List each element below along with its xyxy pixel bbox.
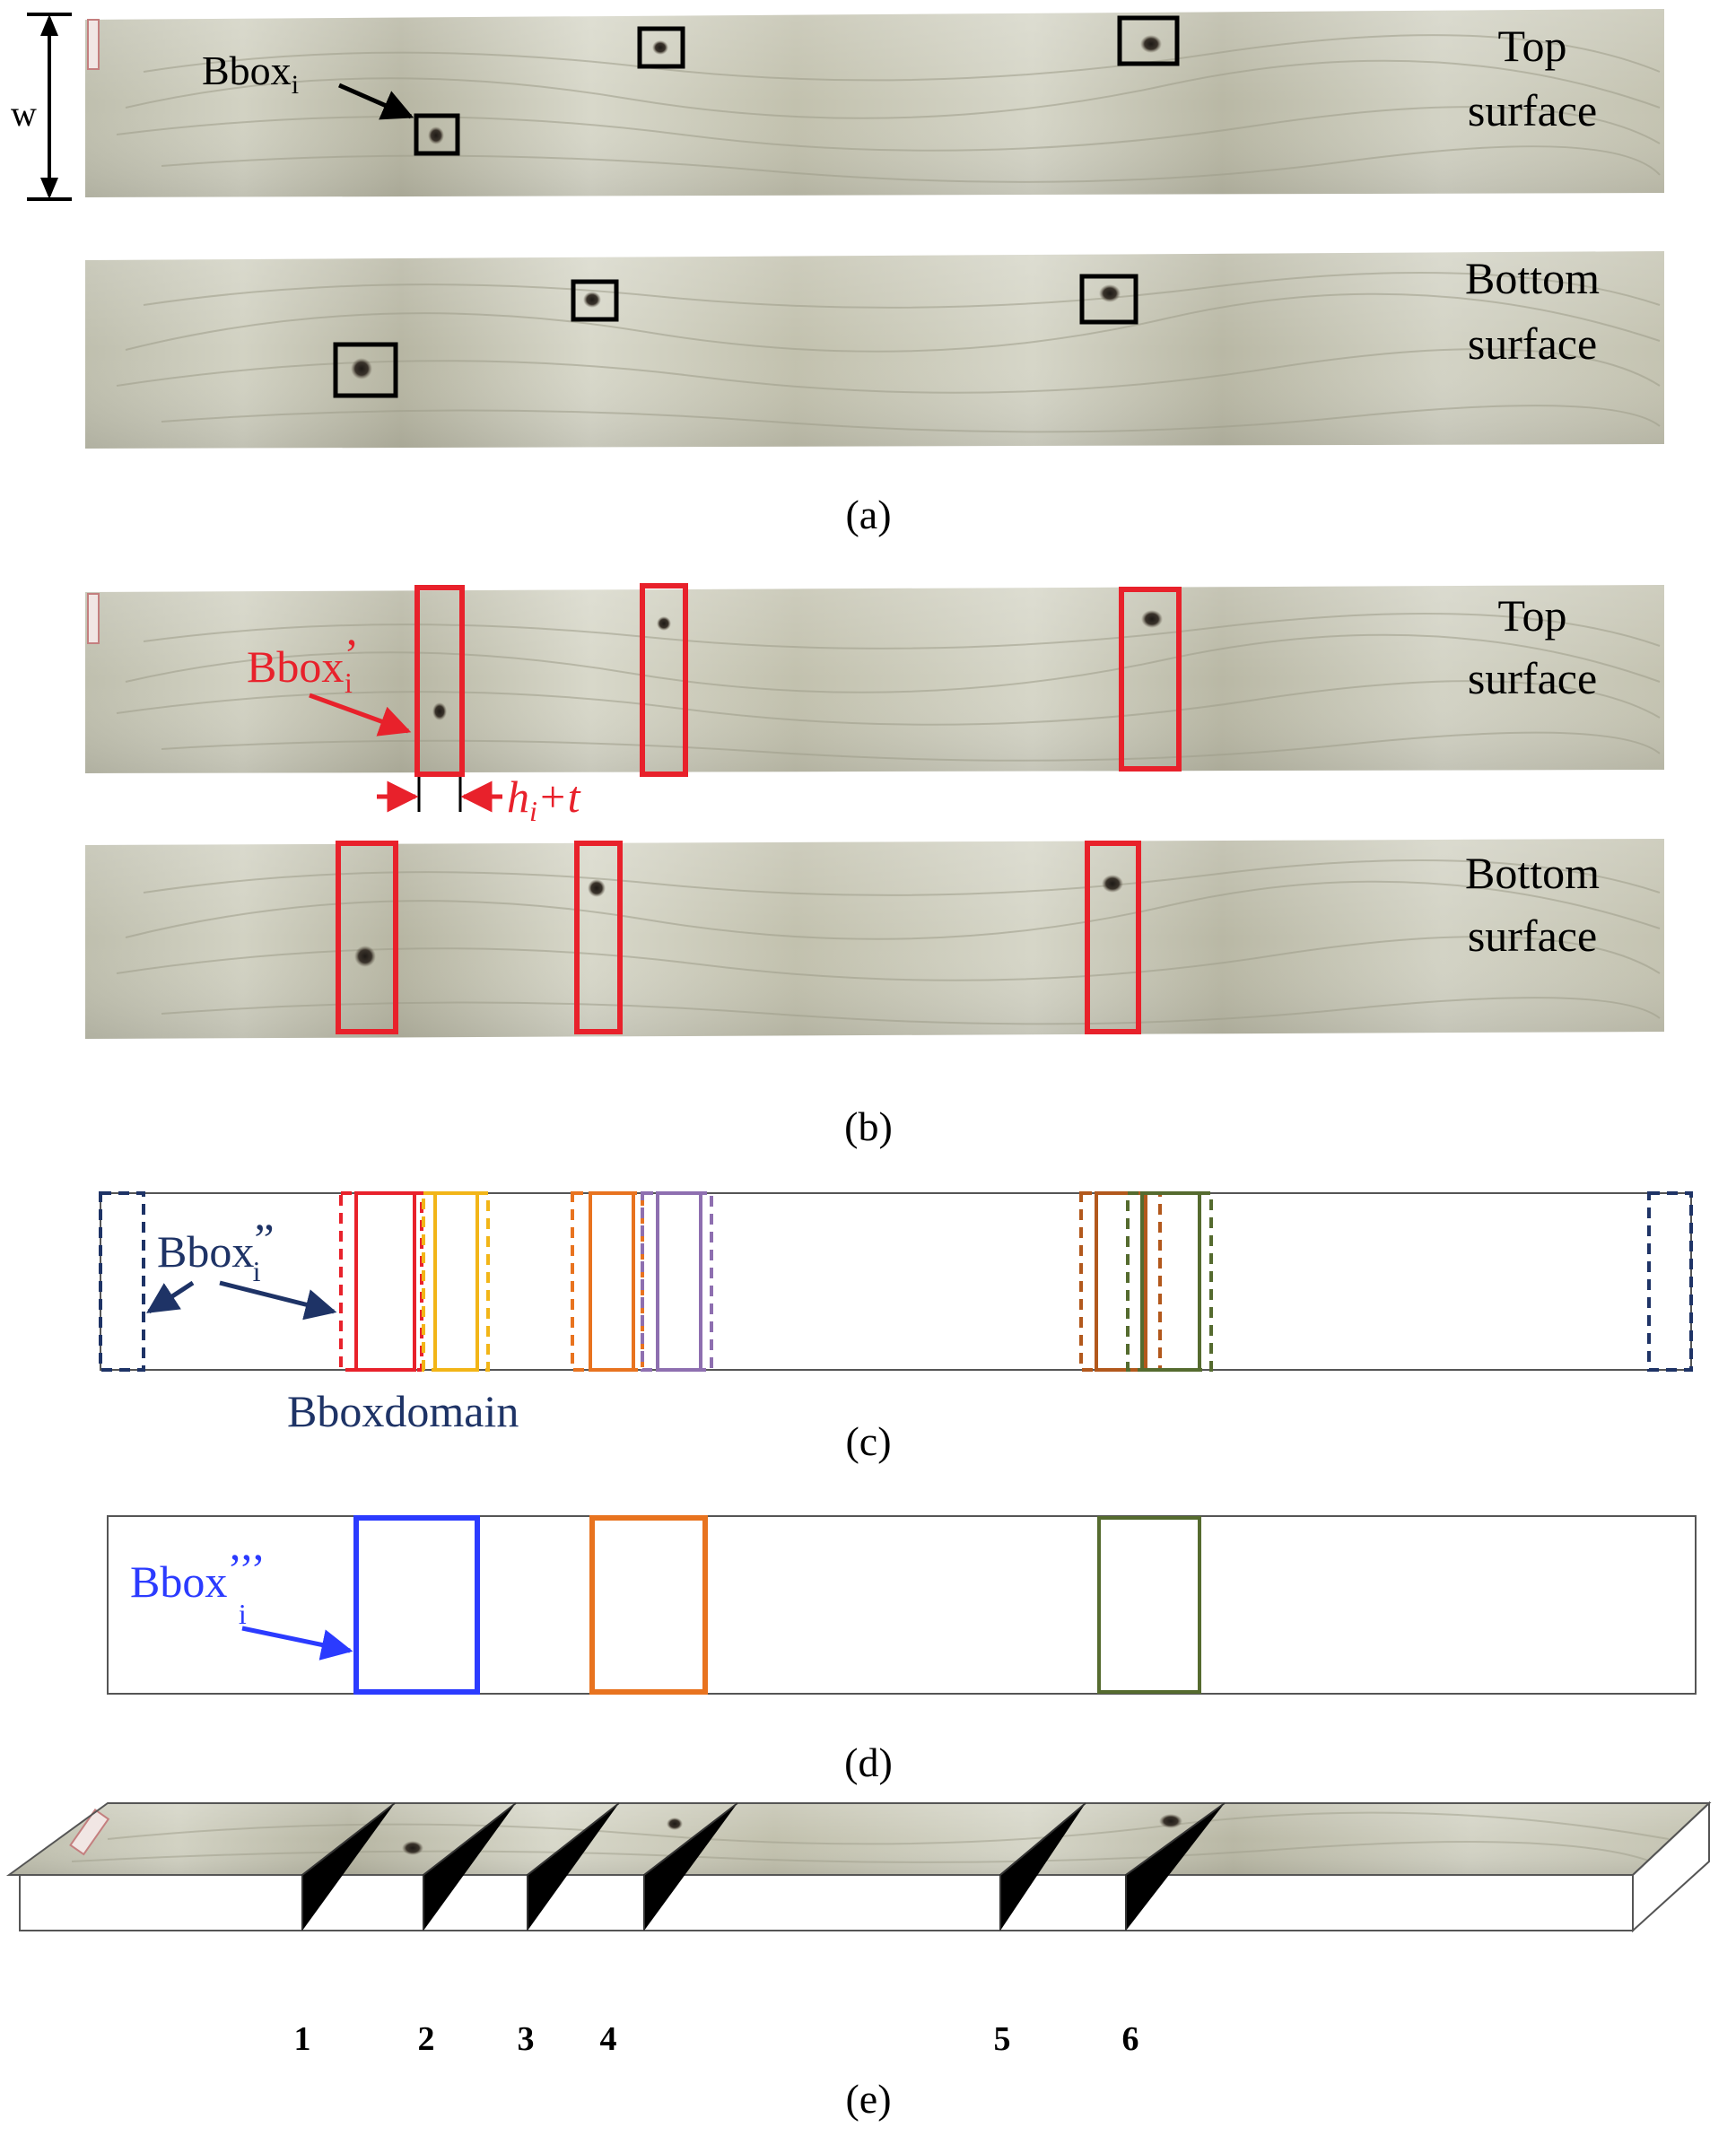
- caption-e: (e): [845, 2076, 891, 2122]
- bbox-orange-solid: [589, 1191, 635, 1372]
- dim-rest: +t: [537, 772, 581, 822]
- caption-b: (b): [844, 1103, 893, 1149]
- bbox-navy-dashed-left: [99, 1191, 145, 1372]
- svg-text:Bbox”i: Bbox”i: [157, 1214, 275, 1287]
- segment-number: 1: [294, 2020, 311, 2058]
- bottom-surface-label-line1: Bottom: [1465, 848, 1600, 898]
- bbox-prime: ’: [344, 629, 359, 679]
- segment-number: 3: [518, 2020, 535, 2058]
- bbox-subscript: i: [253, 1255, 261, 1287]
- bbox-prime: ’’’: [227, 1544, 266, 1594]
- bottom-surface-label-line1: Bottom: [1465, 253, 1600, 303]
- bbox-red-dashed: [339, 1191, 423, 1372]
- bbox-i-prime-annotation: Bbox’i: [247, 629, 412, 737]
- board-bottom-surface-b: [85, 839, 1664, 1039]
- width-dimension: w: [11, 13, 72, 201]
- width-label: w: [11, 93, 37, 134]
- segment-numbers: 1 2 3 4 5 6: [294, 2020, 1139, 2058]
- bbox-label: Bbox: [202, 48, 292, 93]
- bbox-prime: ”: [254, 1214, 274, 1264]
- bbox-black: [571, 279, 619, 322]
- top-surface-label-line1: Top: [1497, 590, 1566, 641]
- panel-a: w Bboxi Top surface Bottom surface (a: [11, 9, 1664, 537]
- bbox-subscript: i: [345, 667, 353, 699]
- panel-c: Bbox”i Bboxdomain (c): [99, 1191, 1693, 1464]
- bbox-red: [1119, 587, 1182, 772]
- bbox-black: [333, 342, 398, 398]
- dim-subscript: i: [529, 795, 537, 827]
- caption-d: (d): [844, 1739, 893, 1785]
- bottom-surface-label-line2: surface: [1468, 911, 1597, 961]
- bbox-orange: [589, 1515, 708, 1695]
- bbox-black: [637, 26, 685, 69]
- svg-text:Bbox’i: Bbox’i: [247, 629, 359, 699]
- bbox-brown-dashed: [1079, 1191, 1162, 1372]
- segment-number: 5: [994, 2020, 1011, 2058]
- bbox-purple-dashed: [641, 1191, 713, 1372]
- bbox-subscript: i: [292, 70, 299, 100]
- board-top-surface-a: [85, 9, 1664, 197]
- bboxdomain-label: Bboxdomain: [287, 1386, 519, 1436]
- bbox-navy-dashed-right: [1647, 1191, 1693, 1372]
- bbox-yellow-solid: [433, 1191, 479, 1372]
- board-top-surface-b: [85, 585, 1664, 773]
- top-surface-label-line2: surface: [1468, 85, 1597, 135]
- svg-text:Bbox’’’i: Bbox’’’ i: [130, 1544, 266, 1630]
- bottom-surface-label-line2: surface: [1468, 318, 1597, 369]
- dim-h: h: [507, 772, 529, 822]
- board-outline-d: [107, 1515, 1697, 1695]
- panel-e: 1 2 3 4 5 6 (e): [5, 1800, 1712, 2122]
- bbox-i-annotation: Bboxi: [202, 48, 414, 120]
- caption-a: (a): [845, 492, 891, 537]
- bbox-label: Bbox: [157, 1226, 254, 1277]
- bbox-green: [1097, 1516, 1201, 1694]
- cut-lines: [301, 1802, 1226, 1931]
- bbox-red: [640, 583, 688, 777]
- bbox-red: [414, 585, 465, 777]
- svg-text:hi+t: hi+t: [507, 772, 581, 827]
- panel-d: Bbox’’’ i (d): [107, 1515, 1697, 1785]
- board-outline-c: [100, 1192, 1692, 1371]
- svg-text:Bboxi: Bboxi: [202, 48, 299, 100]
- bbox-label: Bbox: [247, 641, 344, 692]
- bbox-i-doubleprime-annotation: Bbox”i: [146, 1214, 337, 1321]
- bbox-black: [1079, 274, 1138, 325]
- segment-number: 6: [1122, 2020, 1139, 2058]
- bbox-red: [574, 841, 623, 1034]
- board-bottom-surface-a: [85, 251, 1664, 449]
- bbox-black: [414, 113, 460, 156]
- bbox-orange-dashed: [571, 1191, 644, 1372]
- bbox-i-tripleprime-annotation: Bbox’’’ i: [130, 1544, 353, 1661]
- caption-c: (c): [845, 1418, 891, 1464]
- bbox-red: [336, 841, 398, 1034]
- bbox-brown-solid: [1095, 1191, 1147, 1372]
- bbox-black: [1117, 15, 1180, 66]
- segment-number: 4: [600, 2020, 617, 2058]
- bbox-purple-solid: [656, 1191, 702, 1372]
- board-3d: [5, 1800, 1712, 1933]
- top-surface-label-line2: surface: [1468, 653, 1597, 703]
- bbox-red: [1085, 841, 1141, 1034]
- dimension-hi-t: hi+t: [377, 772, 581, 827]
- bbox-red-solid: [354, 1191, 416, 1372]
- bbox-blue: [353, 1515, 480, 1695]
- panel-b: Bbox’i hi+t Top surface: [85, 583, 1664, 1149]
- top-surface-label-line1: Top: [1497, 21, 1566, 71]
- bbox-label: Bbox: [130, 1556, 227, 1607]
- bbox-green-solid: [1140, 1191, 1201, 1372]
- segment-number: 2: [418, 2020, 435, 2058]
- bbox-subscript: i: [239, 1598, 247, 1630]
